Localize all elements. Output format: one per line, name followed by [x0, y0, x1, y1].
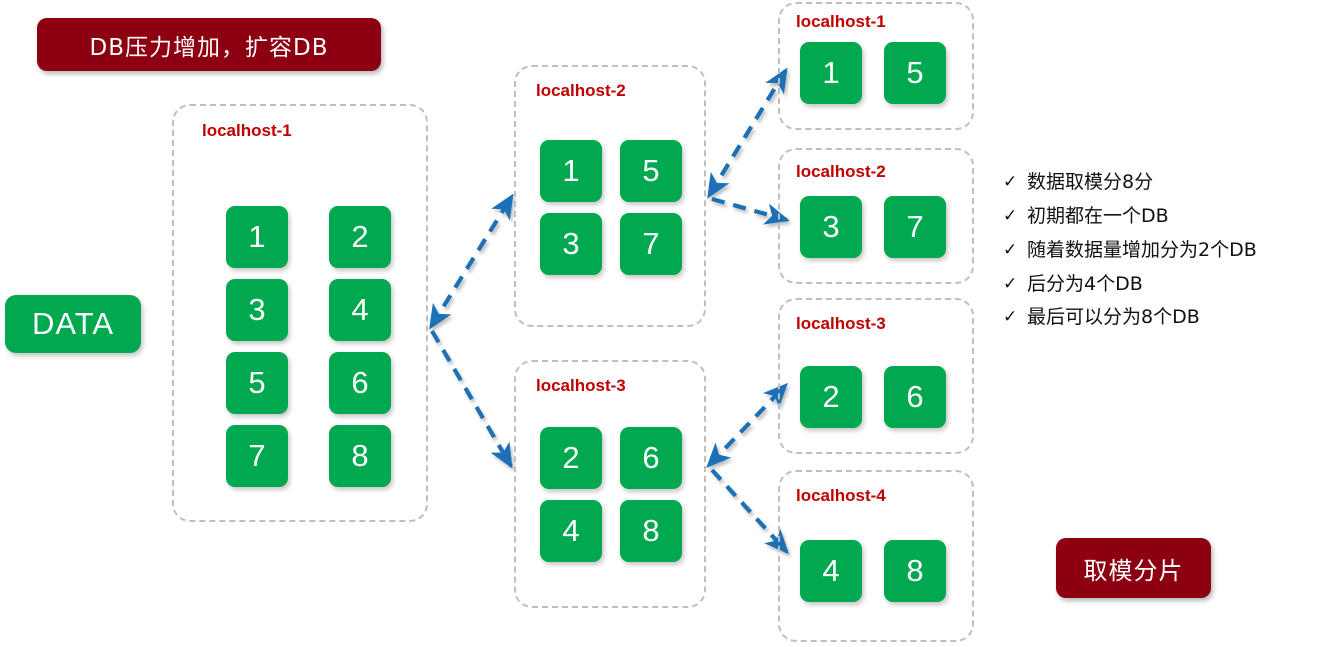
shard-tile[interactable]: 8	[884, 540, 946, 602]
shard-tile[interactable]: 6	[620, 427, 682, 489]
shard-tile[interactable]: 4	[540, 500, 602, 562]
note-item: ✓ 随着数据量增加分为2个DB	[1003, 238, 1325, 262]
arrow-host1-to-host3	[430, 329, 513, 469]
host-container-stage3-localhost-1[interactable]: localhost-1 1 5	[778, 2, 974, 130]
shard-tile[interactable]: 2	[329, 206, 391, 268]
note-item: ✓ 后分为4个DB	[1003, 272, 1325, 296]
host-label: localhost-3	[796, 314, 886, 333]
shard-tile[interactable]: 1	[226, 206, 288, 268]
note-text: 数据取模分8分	[1027, 171, 1154, 193]
arrow-host3-to-shard3	[706, 382, 789, 468]
shard-tile[interactable]: 6	[884, 366, 946, 428]
shard-tile[interactable]: 3	[226, 279, 288, 341]
host-container-stage3-localhost-2[interactable]: localhost-2 3 7	[778, 148, 974, 284]
notes-list: ✓ 数据取模分8分 ✓ 初期都在一个DB ✓ 随着数据量增加分为2个DB ✓ 后…	[1003, 171, 1325, 341]
host-label: localhost-1	[202, 121, 292, 140]
check-icon: ✓	[1003, 172, 1018, 192]
host-container-stage3-localhost-4[interactable]: localhost-4 4 8	[778, 470, 974, 642]
note-text: 随着数据量增加分为2个DB	[1027, 238, 1257, 261]
shard-tile[interactable]: 8	[620, 500, 682, 562]
shard-tile[interactable]: 5	[226, 352, 288, 414]
arrow-host2-to-shard2	[711, 196, 790, 225]
check-icon: ✓	[1003, 307, 1018, 328]
shard-tile[interactable]: 7	[884, 196, 946, 258]
note-item: ✓ 初期都在一个DB	[1003, 204, 1325, 228]
note-text: 初期都在一个DB	[1027, 204, 1169, 227]
shard-tile[interactable]: 8	[329, 425, 391, 487]
host-container-stage2-localhost-3[interactable]: localhost-3 2 4 6 8	[514, 360, 706, 608]
host-container-stage1-localhost-1[interactable]: localhost-1 1 3 5 7 2 4 6 8	[172, 104, 428, 522]
shard-tile[interactable]: 3	[800, 196, 862, 258]
note-text: 后分为4个DB	[1027, 272, 1143, 295]
host-label: localhost-1	[796, 12, 886, 31]
note-text: 最后可以分为8个DB	[1027, 306, 1200, 329]
check-icon: ✓	[1003, 273, 1018, 294]
shard-tile[interactable]: 7	[226, 425, 288, 487]
shard-tile[interactable]: 5	[884, 42, 946, 104]
shard-tile[interactable]: 5	[620, 140, 682, 202]
shard-tile[interactable]: 3	[540, 213, 602, 275]
host-label: localhost-4	[796, 486, 886, 505]
host-container-stage2-localhost-2[interactable]: localhost-2 1 3 5 7	[514, 65, 706, 327]
footer-badge: 取模分片	[1056, 538, 1211, 598]
title-badge: DB压力增加，扩容DB	[37, 18, 381, 71]
host-label: localhost-2	[796, 162, 886, 181]
shard-tile[interactable]: 2	[540, 427, 602, 489]
shard-tile[interactable]: 1	[800, 42, 862, 104]
note-item: ✓ 数据取模分8分	[1003, 171, 1325, 194]
shard-tile[interactable]: 1	[540, 140, 602, 202]
shard-tile[interactable]: 7	[620, 213, 682, 275]
arrow-host2-to-shard1	[707, 67, 788, 199]
note-item: ✓ 最后可以分为8个DB	[1003, 307, 1325, 329]
shard-tile[interactable]: 6	[329, 352, 391, 414]
shard-tile[interactable]: 4	[329, 279, 391, 341]
data-source-node: DATA	[5, 295, 141, 353]
arrow-host3-to-shard4	[710, 468, 789, 555]
host-container-stage3-localhost-3[interactable]: localhost-3 2 6	[778, 298, 974, 454]
shard-tile[interactable]: 4	[800, 540, 862, 602]
host-label: localhost-3	[536, 376, 626, 395]
host-label: localhost-2	[536, 81, 626, 100]
check-icon: ✓	[1003, 205, 1018, 226]
arrow-host1-to-host2	[429, 193, 514, 330]
shard-tile[interactable]: 2	[800, 366, 862, 428]
check-icon: ✓	[1003, 239, 1018, 260]
